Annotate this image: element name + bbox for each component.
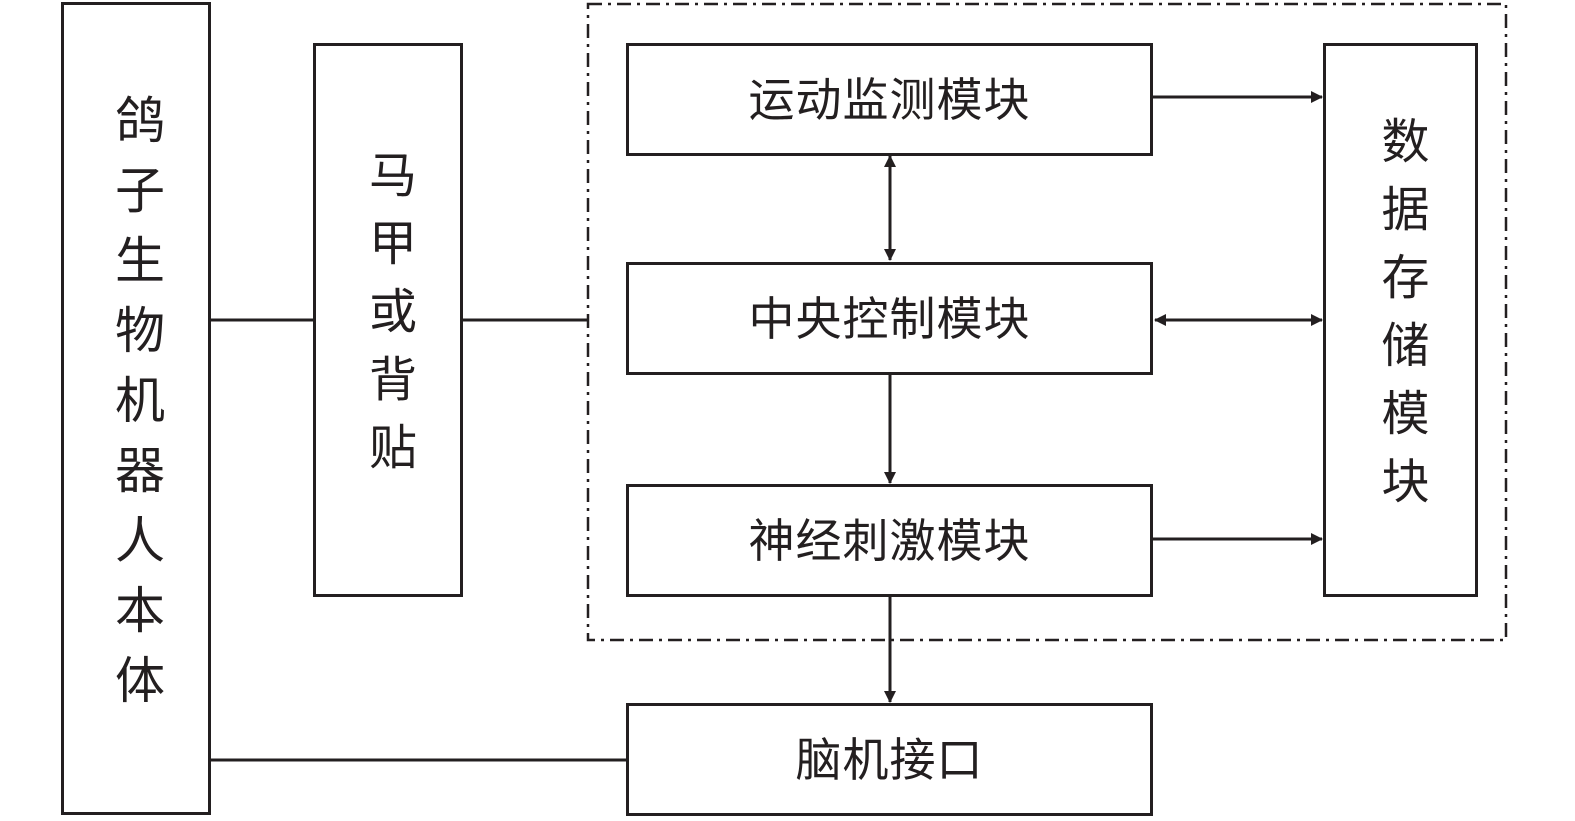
stim-module-label: 神经刺激模块 — [748, 513, 1031, 568]
motion-module-label: 运动监测模块 — [748, 72, 1031, 127]
control-module-box: 中央控制模块 — [626, 262, 1153, 375]
stim-module-box: 神经刺激模块 — [626, 484, 1153, 597]
motion-module-box: 运动监测模块 — [626, 43, 1153, 156]
bci-label: 脑机接口 — [795, 732, 984, 787]
control-module-label: 中央控制模块 — [748, 291, 1031, 346]
vest-label: 马甲或背贴 — [360, 150, 416, 490]
bci-box: 脑机接口 — [626, 703, 1153, 816]
vest-box: 马甲或背贴 — [313, 43, 463, 597]
robot-body-box: 鸽子生物机器人本体 — [61, 2, 211, 815]
robot-body-label: 鸽子生物机器人本体 — [107, 93, 165, 724]
storage-module-box: 数据存储模块 — [1323, 43, 1478, 597]
storage-module-label: 数据存储模块 — [1372, 116, 1429, 524]
module-group-boundary — [586, 2, 1508, 642]
